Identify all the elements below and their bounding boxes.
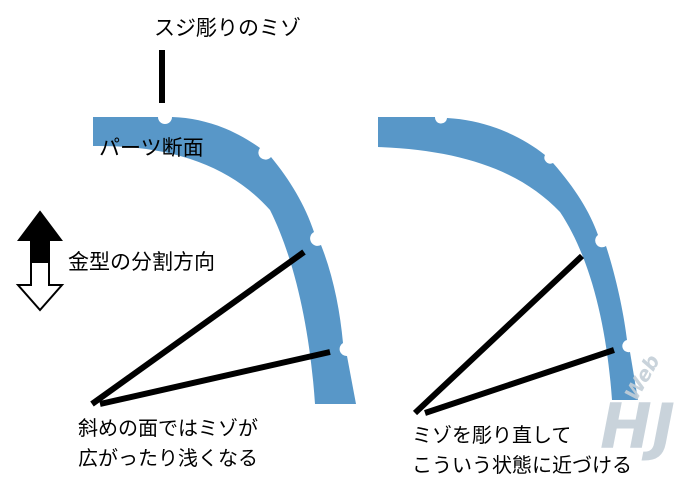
groove-label: スジ彫りのミゾ <box>154 16 301 40</box>
left-caption-line-2: 広がったり浅くなる <box>78 446 258 470</box>
left-pointer-line-1 <box>90 249 306 407</box>
mold-direction-label: 金型の分割方向 <box>68 250 215 274</box>
part-section-label: パーツ断面 <box>99 136 204 160</box>
right-pointer-line-1 <box>412 253 585 416</box>
right-caption: ミゾを彫り直して こういう状態に近づける <box>412 420 632 480</box>
logo-mark: HJ <box>600 390 675 463</box>
left-pointer-line-2 <box>99 349 331 407</box>
arrow-up-icon <box>17 210 63 263</box>
right-pointer-line-2 <box>424 347 615 416</box>
right-caption-line-2: こういう状態に近づける <box>412 453 632 477</box>
left-part-section <box>93 117 356 404</box>
left-caption: 斜めの面ではミゾが 広がったり浅くなる <box>78 413 258 473</box>
left-caption-line-1: 斜めの面ではミゾが <box>78 416 258 440</box>
right-part-section <box>378 117 638 400</box>
right-caption-line-1: ミゾを彫り直して <box>412 423 572 447</box>
arrow-down-icon <box>15 261 65 312</box>
